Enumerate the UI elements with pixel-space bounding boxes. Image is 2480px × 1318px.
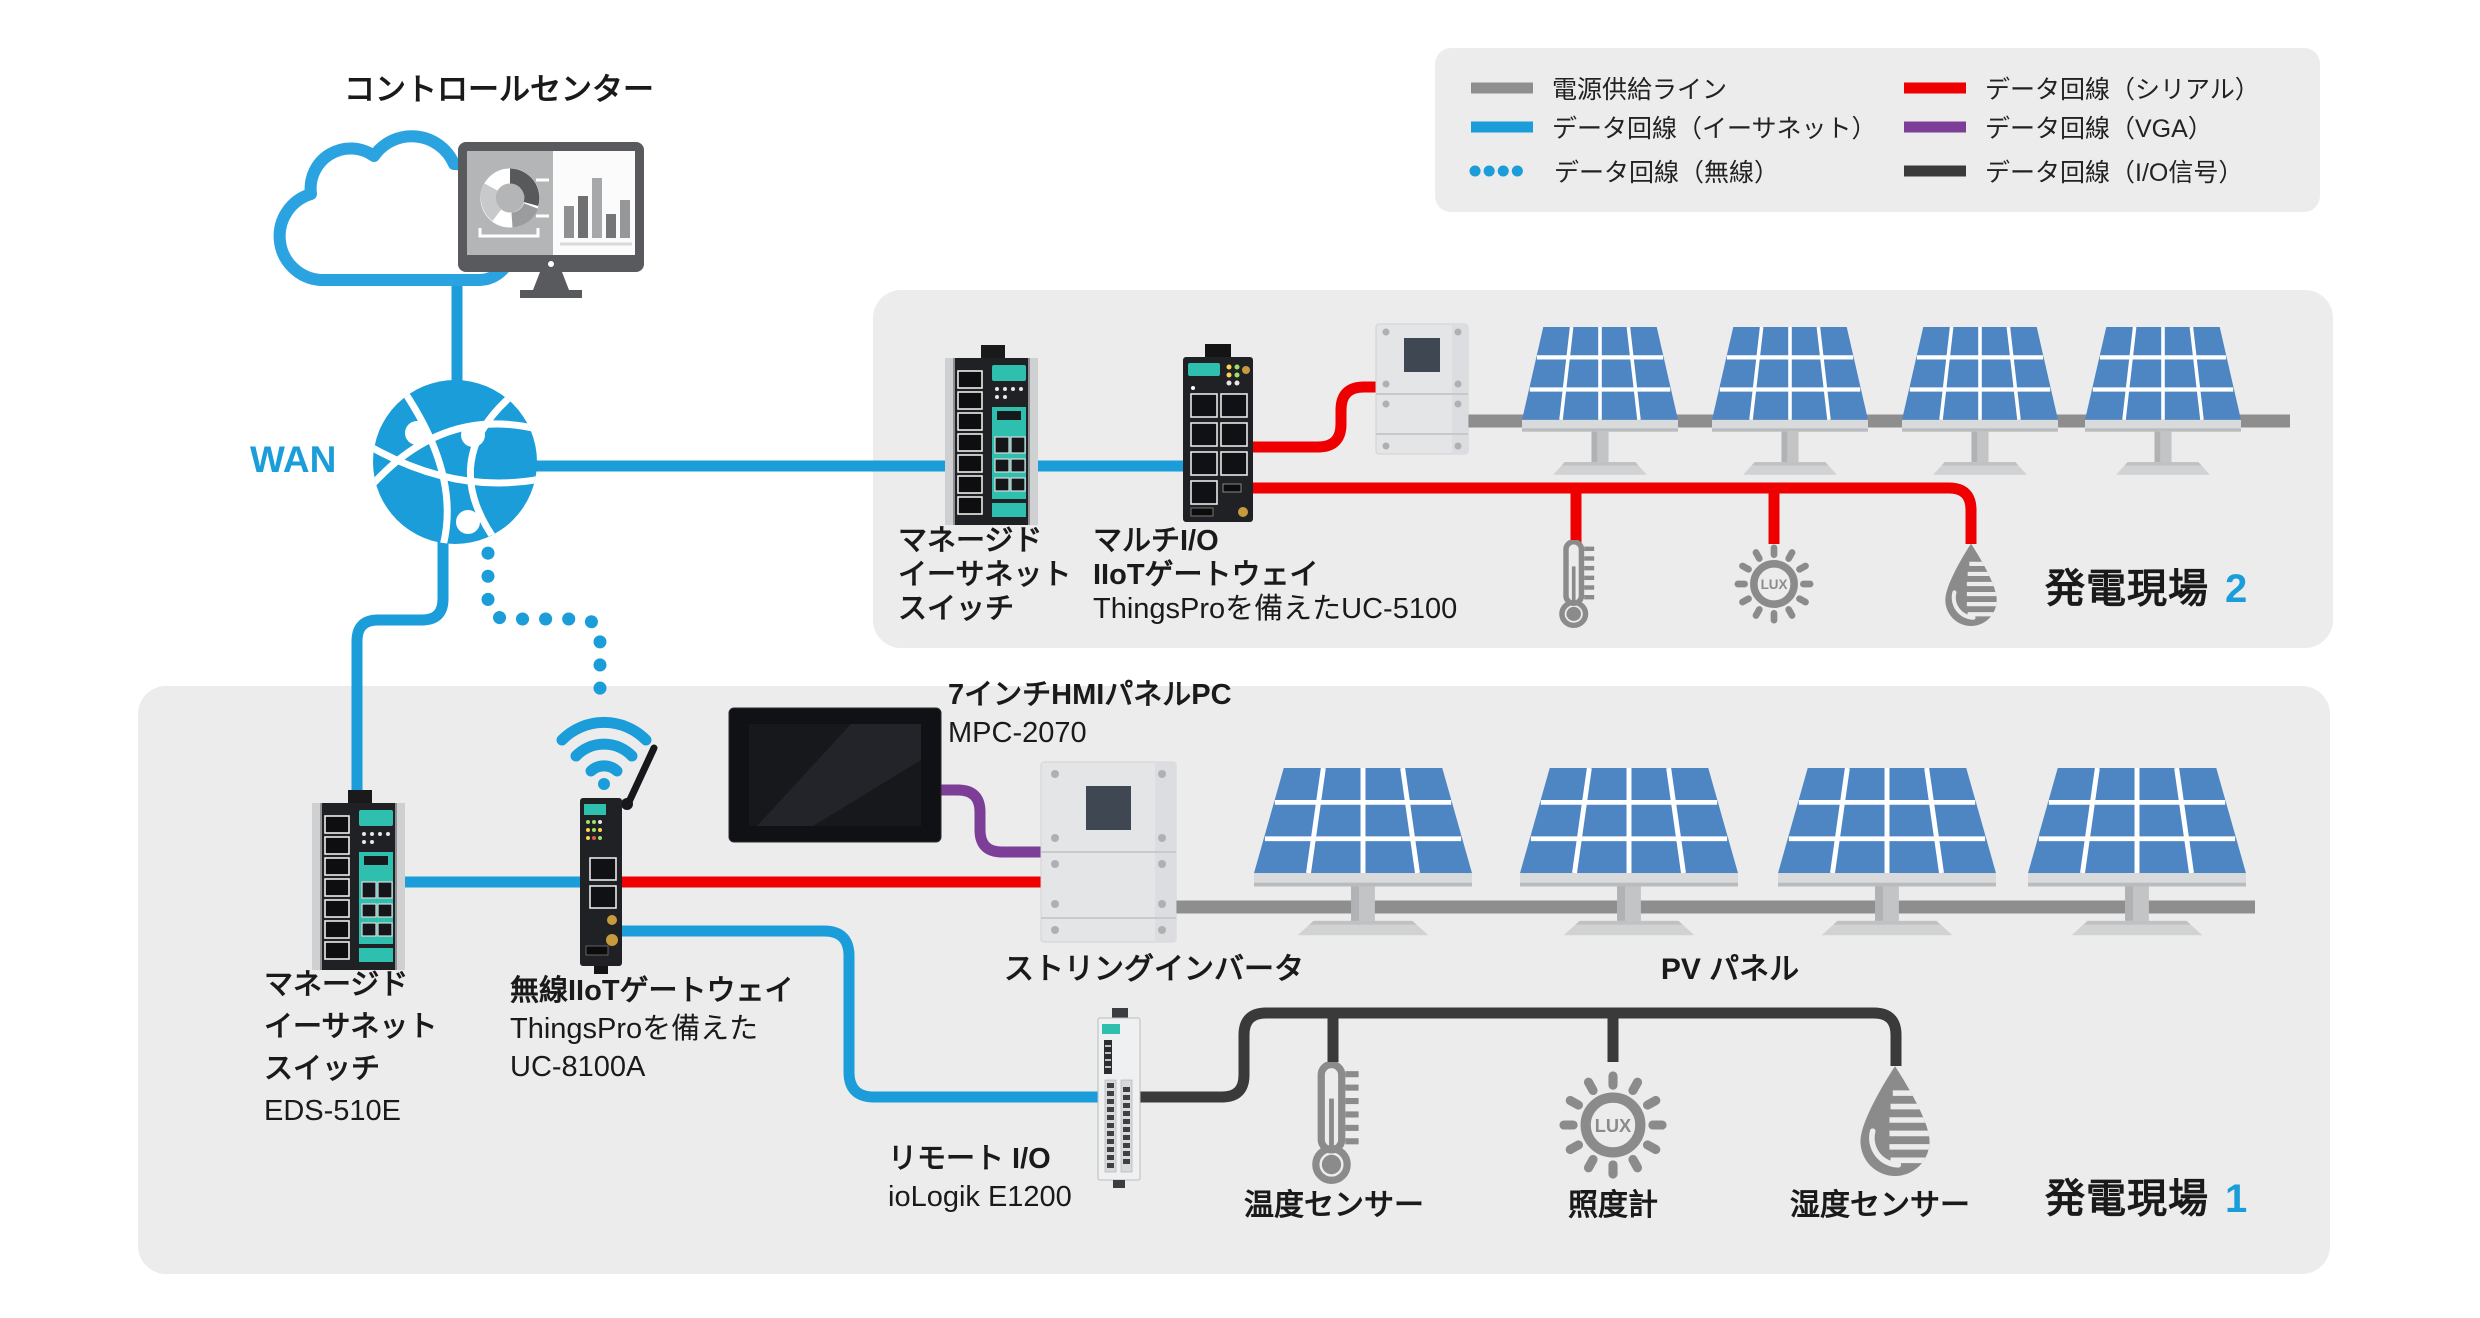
site1-lux-meter-icon: [1556, 1068, 1670, 1182]
site1-remote-io-label: リモート I/O ioLogik E1200: [888, 1140, 1072, 1216]
label-model: ioLogik E1200: [888, 1181, 1072, 1213]
wire-vga-hmi-inverter: [936, 784, 1045, 858]
legend-label: データ回線（イーサネット）: [1552, 115, 1877, 143]
legend-item-ethernet: データ回線（イーサネット）: [1470, 110, 1877, 144]
site1-temperature-sensor-icon: [1308, 1062, 1361, 1184]
site1-hmi-label: 7インチHMIパネルPC MPC-2070: [948, 676, 1232, 752]
site1-pv-label: PV パネル: [1660, 953, 1800, 986]
legend-label: データ回線（シリアル）: [1985, 76, 2260, 104]
label-line: イーサネット: [264, 1011, 438, 1043]
site1-pv-panel-3: [1778, 768, 1996, 940]
wire-ethernet-wan-eds: [351, 528, 449, 798]
wire-io-remoteio-sensor-bus: [1137, 1007, 1902, 1103]
legend-label: データ回線（I/O信号）: [1985, 159, 2244, 187]
label-model: UC-8100A: [510, 1051, 646, 1083]
legend-label: 電源供給ライン: [1552, 76, 1728, 104]
label-model: ThingsProを備えたUC-5100: [1093, 593, 1458, 625]
label-line: スイッチ: [264, 1053, 381, 1085]
wire-ethernet-uc8100a-remoteio: [620, 925, 1102, 1103]
site1-area-label: 発電現場 1: [2045, 1176, 2248, 1223]
site1-humidity-sensor-icon: [1856, 1064, 1934, 1176]
vga-line-swatch: [1904, 121, 1966, 133]
label-model: EDS-510E: [264, 1095, 402, 1127]
area-title: 発電現場: [2045, 1177, 2209, 1221]
site2-temperature-sensor-icon: [1556, 540, 1596, 628]
site2-switch-label: マネージド イーサネット スイッチ: [898, 524, 1071, 626]
label-model: MPC-2070: [948, 717, 1087, 749]
dashboard-monitor-icon: [458, 142, 644, 298]
label-line: IIoTゲートウェイ: [1093, 559, 1319, 591]
site2-combiner-box: [1375, 323, 1469, 455]
area-number: 2: [2225, 567, 2249, 611]
site2-managed-switch: [945, 345, 1038, 525]
ethernet-line-swatch: [1471, 121, 1533, 133]
site1-lux-meter-label: 照度計: [1568, 1189, 1658, 1222]
site2-pv-panel-1: [1522, 327, 1678, 479]
control-center-label: コントロールセンター: [344, 72, 654, 107]
legend-label: データ回線（無線）: [1554, 159, 1780, 187]
site1-gateway-label: 無線IIoTゲートウェイ ThingsProを備えた UC-8100A: [510, 972, 794, 1086]
site2-humidity-sensor-icon: [1942, 542, 2000, 626]
site1-humidity-sensor-label: 湿度センサー: [1790, 1189, 1970, 1222]
legend-label: データ回線（VGA）: [1985, 115, 2213, 143]
label-line: イーサネット: [898, 559, 1072, 591]
wire-serial-uc5100-sensor-bus: [1248, 482, 1977, 544]
site1-iologik-remote-io: [1096, 1008, 1142, 1188]
site2-gateway-label: マルチI/O IIoTゲートウェイ ThingsProを備えたUC-5100: [1093, 524, 1457, 626]
legend-item-wireless: データ回線（無線）: [1468, 154, 1779, 188]
wan-label: WAN: [250, 439, 337, 480]
site2-area-label: 発電現場 2: [2045, 566, 2248, 613]
area-title: 発電現場: [2045, 567, 2209, 611]
legend-item-io: データ回線（I/O信号）: [1903, 154, 2243, 188]
site1-switch-label: マネージド イーサネット スイッチ EDS-510E: [264, 964, 437, 1132]
legend-item-power: 電源供給ライン: [1470, 71, 1727, 105]
wireless-line-swatch: [1469, 165, 1536, 177]
site2-pv-panel-3: [1902, 327, 2058, 479]
legend-item-vga: データ回線（VGA）: [1903, 110, 2213, 144]
label-line: マネージド: [898, 525, 1043, 557]
wifi-icon: [556, 717, 652, 790]
site1-hmi-panel-pc: [728, 707, 942, 843]
label-line: リモート I/O: [888, 1143, 1051, 1175]
wire-serial-uc5100-combiner: [1248, 381, 1380, 453]
legend-panel: [1435, 48, 2320, 212]
label-line: ThingsProを備えた: [510, 1013, 759, 1045]
site2-lux-meter-icon: [1732, 542, 1816, 626]
area-number: 1: [2225, 1177, 2249, 1221]
site1-pv-panel-2: [1520, 768, 1738, 940]
power-line-swatch: [1471, 82, 1533, 94]
site2-pv-panel-2: [1712, 327, 1868, 479]
wire-wireless-wan-uc8100a: [481, 523, 607, 713]
site1-inverter-label: ストリングインバータ: [1004, 953, 1304, 986]
legend-item-serial: データ回線（シリアル）: [1903, 71, 2260, 105]
site1-temperature-sensor-label: 温度センサー: [1244, 1189, 1424, 1222]
label-line: マルチI/O: [1093, 525, 1219, 557]
site2-pv-panel-4: [2085, 327, 2241, 479]
site1-string-inverter: [1040, 761, 1177, 943]
wan-globe-icon: [373, 380, 537, 544]
serial-line-swatch: [1904, 82, 1966, 94]
site1-uc8100a-gateway: [580, 744, 658, 974]
site1-pv-panel-1: [1254, 768, 1472, 940]
label-line: 7インチHMIパネルPC: [948, 679, 1232, 711]
label-line: 無線IIoTゲートウェイ: [510, 975, 794, 1007]
site2-uc5100-gateway: [1183, 344, 1253, 522]
label-line: マネージド: [264, 969, 409, 1001]
io-line-swatch: [1904, 165, 1966, 177]
site1-eds510e-switch: [312, 790, 405, 970]
site1-pv-panel-4: [2028, 768, 2246, 940]
label-line: スイッチ: [898, 593, 1015, 625]
